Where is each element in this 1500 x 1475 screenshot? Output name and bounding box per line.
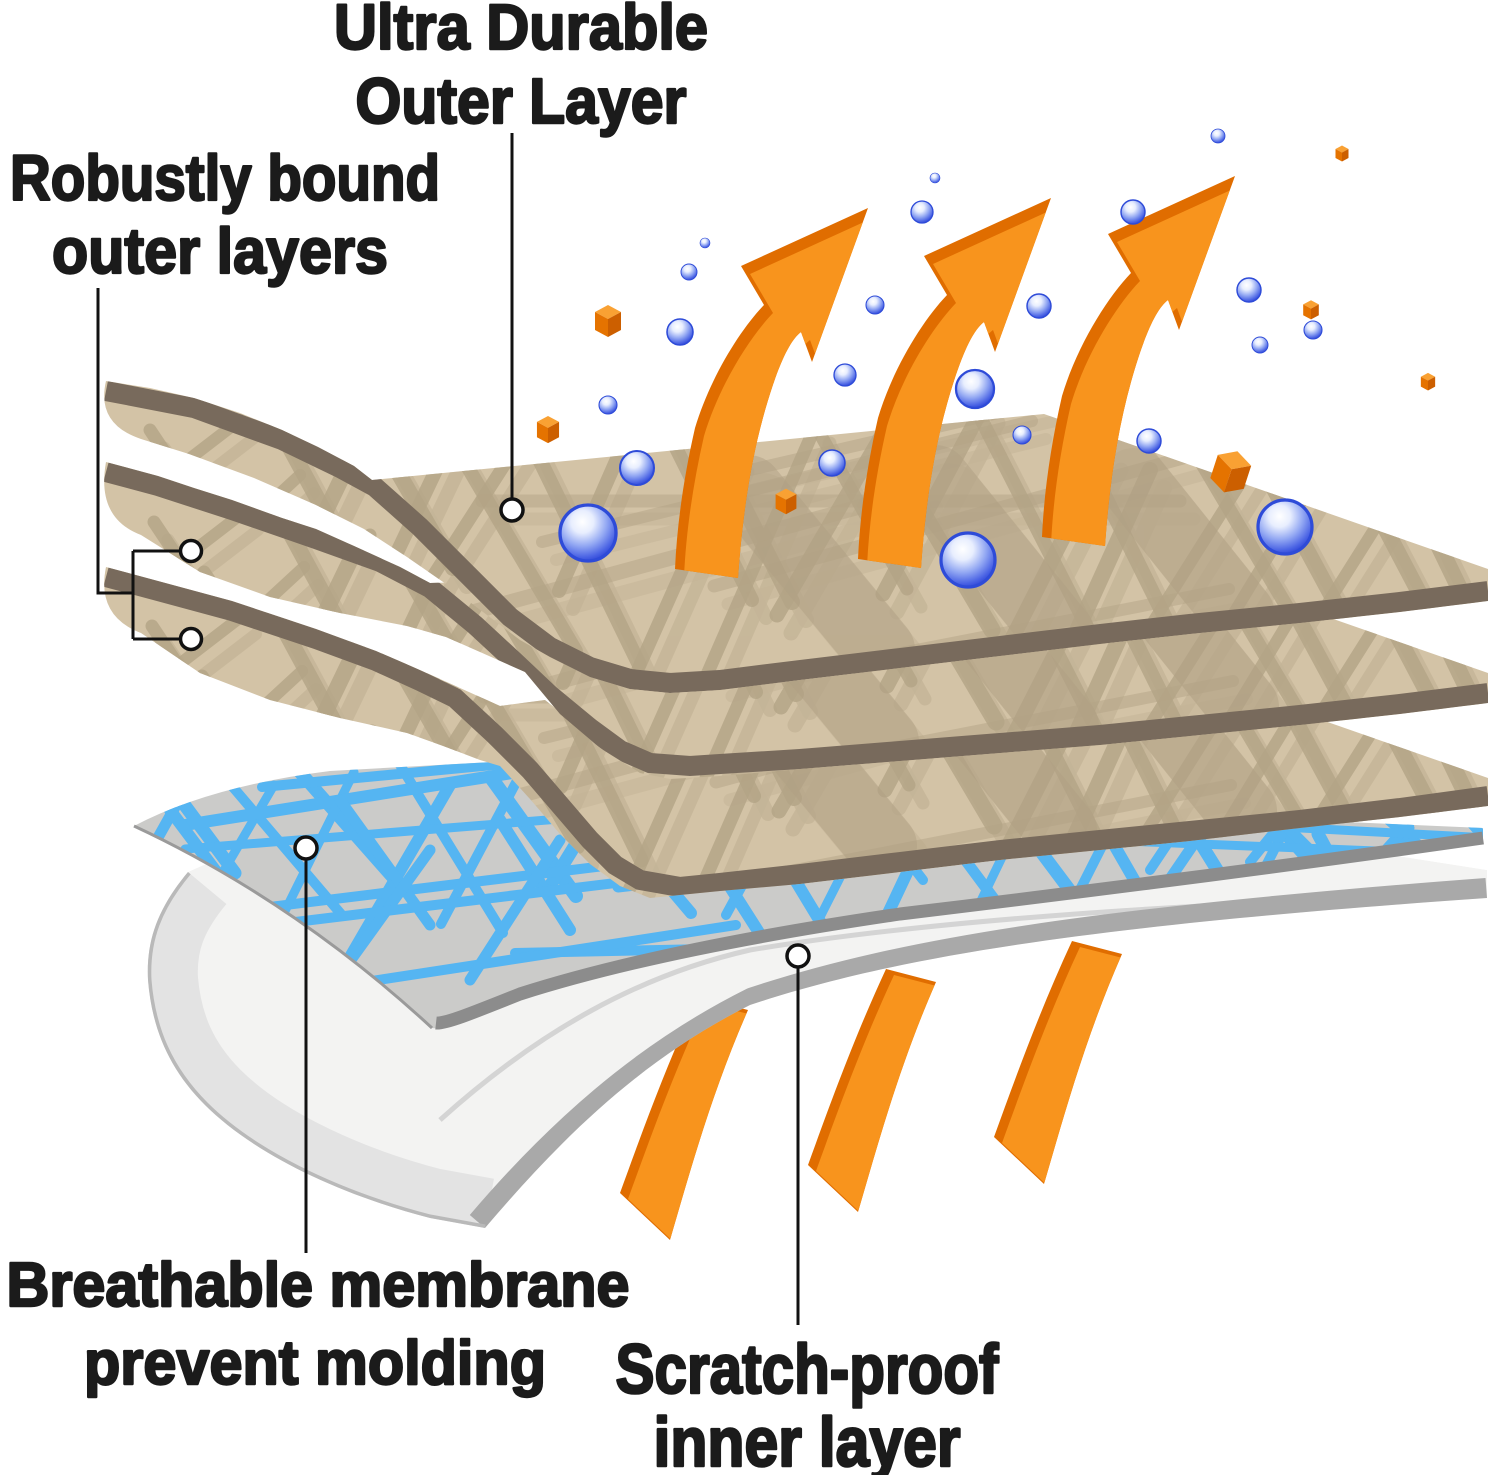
svg-text:outer layers: outer layers — [52, 215, 388, 287]
svg-text:Outer Layer: Outer Layer — [356, 65, 687, 137]
svg-text:Robustly bound: Robustly bound — [10, 142, 440, 214]
svg-text:inner layer: inner layer — [654, 1403, 961, 1475]
svg-text:Ultra Durable: Ultra Durable — [334, 0, 708, 63]
svg-text:Breathable membrane: Breathable membrane — [7, 1251, 630, 1320]
svg-text:prevent molding: prevent molding — [84, 1329, 546, 1398]
svg-text:Scratch-proof: Scratch-proof — [616, 1330, 1000, 1408]
